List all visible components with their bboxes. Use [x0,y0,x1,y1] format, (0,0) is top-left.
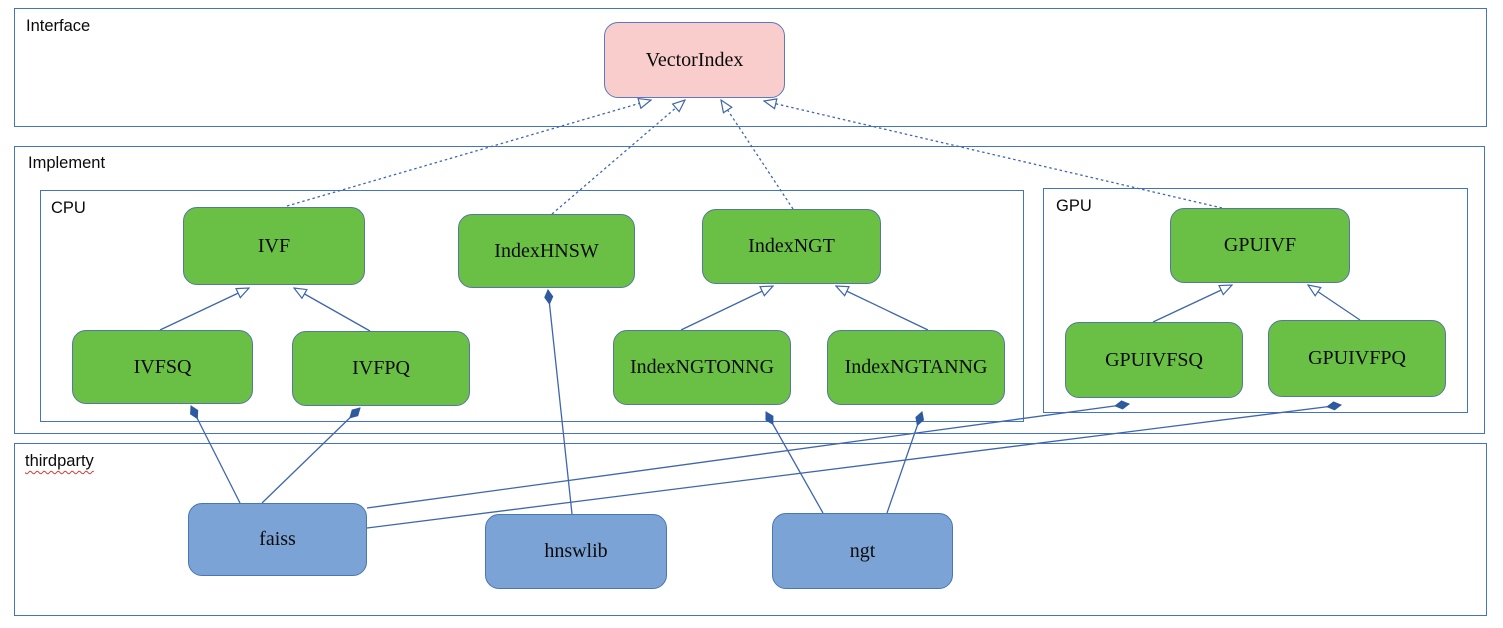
edge-indexngt-vectorindex [721,100,794,210]
node-gpuivfsq-label: GPUIVFSQ [1105,348,1203,371]
edge-indexngtonng-indexngt [680,286,773,331]
container-gpu[interactable]: GPU [1043,188,1468,413]
edge-faiss-gpuivfsq [366,400,1130,509]
container-cpu[interactable]: CPU [40,190,1024,422]
node-ngt[interactable]: ngt [772,513,953,589]
node-hnswlib-label: hnswlib [544,540,608,562]
node-hnswlib[interactable]: hnswlib [485,514,667,589]
edge-ivf-vectorindex [286,100,651,207]
edge-ivfsq-ivf [159,288,249,331]
node-faiss[interactable]: faiss [188,503,367,576]
node-ivfsq[interactable]: IVFSQ [72,330,253,404]
node-ivfpq[interactable]: IVFPQ [292,331,470,406]
node-indexngtanng[interactable]: IndexNGTANNG [827,330,1005,405]
node-indexhnsw-label: IndexHNSW [494,239,599,262]
node-indexngtonng-label: IndexNGTONNG [629,356,775,378]
container-interface[interactable]: Interface [14,8,1487,127]
container-gpu-label: GPU [1056,197,1092,215]
edge-hnswlib-indexhnsw [544,288,573,515]
node-vectorindex-label: VectorIndex [645,48,744,71]
container-thirdparty-label: thirdparty [25,452,94,470]
node-indexngt[interactable]: IndexNGT [702,209,881,284]
container-implement[interactable]: Implement [14,146,1485,434]
node-gpuivfpq[interactable]: GPUIVFPQ [1268,320,1446,397]
edge-ivfpq-ivf [294,288,371,332]
edge-indexhnsw-vectorindex [551,100,685,215]
container-thirdparty[interactable]: thirdparty [14,443,1487,616]
node-indexngt-label: IndexNGT [748,235,835,257]
node-gpuivf[interactable]: GPUIVF [1170,208,1350,283]
node-ivfpq-label: IVFPQ [352,357,410,379]
edge-faiss-ivfsq [190,405,241,504]
node-ngt-label: ngt [849,539,876,562]
edge-indexngtanng-indexngt [836,286,929,331]
node-ivf-label: IVF [257,234,291,257]
node-indexngtanng-label: IndexNGTANNG [844,356,988,378]
container-interface-label: Interface [26,17,91,35]
node-vectorindex[interactable]: VectorIndex [604,22,785,98]
node-ivf[interactable]: IVF [183,207,365,285]
node-indexhnsw[interactable]: IndexHNSW [458,214,635,288]
edge-ngt-indexngtanng [886,411,925,514]
edge-gpuivfpq-gpuivf [1308,285,1361,321]
edge-gpuivfsq-gpuivf [1152,285,1232,323]
node-ivfsq-label: IVFSQ [133,355,192,378]
edge-faiss-gpuivfpq [366,401,1342,529]
node-indexngtonng[interactable]: IndexNGTONNG [613,330,791,405]
container-implement-label: Implement [28,154,106,172]
node-faiss-label: faiss [259,528,296,550]
edge-faiss-ivfpq [261,407,361,504]
node-gpuivfsq[interactable]: GPUIVFSQ [1065,322,1243,398]
edge-gpuivf-vectorindex [764,101,1223,209]
node-gpuivfpq-label: GPUIVFPQ [1308,347,1406,369]
container-cpu-label: CPU [51,199,86,217]
node-gpuivf-label: GPUIVF [1223,234,1297,256]
edge-ngt-indexngtonng [765,411,824,514]
